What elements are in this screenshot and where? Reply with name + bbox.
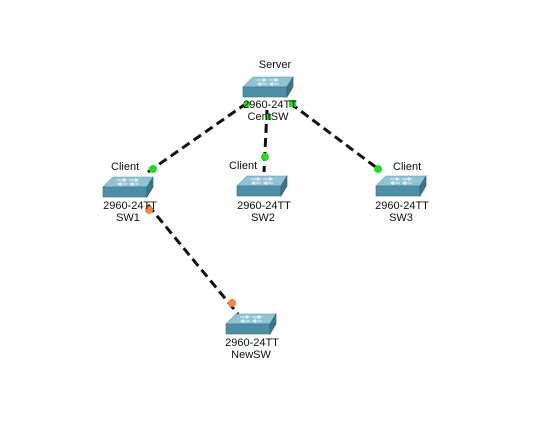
port-pending-indicator (228, 299, 236, 307)
switch-icon[interactable] (225, 313, 277, 335)
port-pending-indicator (145, 206, 153, 214)
port-up-indicator (289, 100, 296, 107)
port-up-indicator (243, 100, 251, 108)
port-up-indicator (261, 153, 269, 161)
device-model-label: 2960-24TT (375, 200, 429, 212)
device-model-label: 2960-24TT (225, 337, 279, 349)
device-model-label: 2960-24TT (103, 200, 157, 212)
link-sw1-newsw[interactable] (146, 204, 240, 315)
vtp-role-label: Client (111, 161, 140, 173)
switch-icon[interactable] (375, 175, 427, 197)
device-name-label: SW2 (251, 212, 275, 224)
port-up-indicator (149, 165, 157, 173)
device-model-label: 2960-24TT (237, 200, 291, 212)
device-model-label: 2960-24TT (243, 99, 297, 111)
vtp-role-label: Client (393, 161, 422, 173)
port-up-indicator (265, 114, 271, 120)
link-centsw-sw1[interactable] (147, 101, 248, 174)
device-name-label: SW1 (116, 212, 140, 224)
device-name-label: CentSW (247, 111, 289, 123)
device-name-label: NewSW (231, 349, 271, 361)
link-centsw-sw2[interactable] (262, 109, 269, 173)
switch-icon[interactable] (242, 76, 294, 98)
port-up-indicator (374, 165, 382, 173)
vtp-role-label: Server (258, 59, 292, 71)
switch-icon[interactable] (102, 176, 154, 198)
link-centsw-sw3[interactable] (289, 101, 382, 173)
switch-icon[interactable] (236, 175, 288, 197)
vtp-role-label: Client (229, 160, 258, 172)
device-name-label: SW3 (389, 212, 413, 224)
